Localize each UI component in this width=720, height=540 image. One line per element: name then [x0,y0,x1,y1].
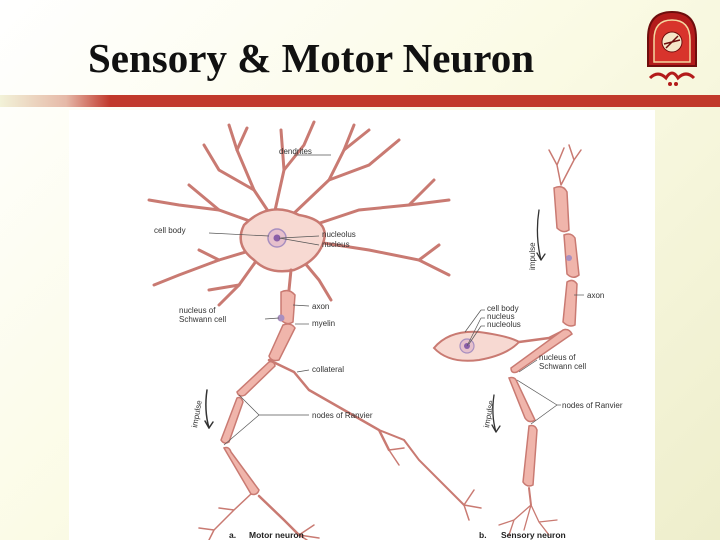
label-sensory-nucleus-of-schwann-2: Schwann cell [539,362,586,371]
label-dendrites: dendrites [279,147,312,156]
label-sensory-nucleus: nucleus [487,312,515,321]
label-collateral: collateral [312,365,344,374]
label-nodes-of-ranvier: nodes of Ranvier [312,411,373,420]
label-sensory-cell-body: cell body [487,304,519,313]
label-nucleus-of-schwann-1: nucleus of [179,306,216,315]
label-nucleus-of-schwann-2: Schwann cell [179,315,226,324]
label-nucleolus: nucleolus [322,230,356,239]
label-myelin: myelin [312,319,335,328]
caption-letter-a: a. [229,530,236,540]
label-sensory-nodes-of-ranvier: nodes of Ranvier [562,401,623,410]
university-crest-icon [640,8,704,94]
neuron-diagram: dendrites cell body nucleolus nucleus ax… [69,110,655,540]
header-divider-fade [0,95,110,107]
caption-letter-b: b. [479,530,487,540]
label-sensory-nucleus-of-schwann-1: nucleus of [539,353,576,362]
label-impulse-top: impulse [528,242,537,270]
label-cell-body: cell body [154,226,186,235]
header-divider [0,95,720,107]
label-sensory-axon: axon [587,291,604,300]
caption-sensory-neuron: Sensory neuron [501,530,566,540]
caption-motor-neuron: Motor neuron [249,530,304,540]
label-impulse: impulse [190,399,204,428]
label-axon: axon [312,302,329,311]
label-nucleus: nucleus [322,240,350,249]
sensory-neuron [432,144,582,536]
motor-neuron [147,120,482,540]
label-sensory-nucleolus: nucleolus [487,320,521,329]
slide-title: Sensory & Motor Neuron [88,35,535,81]
